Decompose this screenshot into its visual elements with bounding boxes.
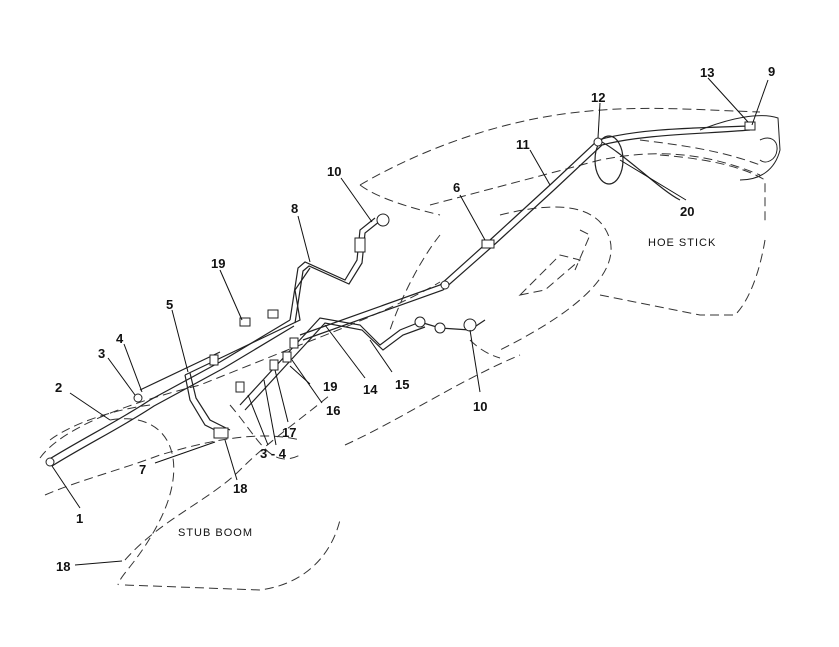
callout-19-lower: 19 bbox=[323, 379, 337, 394]
callout-15: 15 bbox=[395, 377, 409, 392]
callout-2: 2 bbox=[55, 380, 62, 395]
tube-2 bbox=[47, 319, 295, 467]
stick-end-outline bbox=[639, 115, 781, 225]
callout-10-lower: 10 bbox=[473, 399, 487, 414]
callout-10-upper: 10 bbox=[327, 164, 341, 179]
callout-16: 16 bbox=[326, 403, 340, 418]
callout-9: 9 bbox=[768, 64, 775, 79]
callout-6: 6 bbox=[453, 180, 460, 195]
callout-18-lower: 18 bbox=[56, 559, 70, 574]
callout-3-4: 3 - 4 bbox=[260, 446, 287, 461]
callout-19-upper: 19 bbox=[211, 256, 225, 271]
callout-20: 20 bbox=[680, 204, 694, 219]
callout-4: 4 bbox=[116, 331, 124, 346]
fittings bbox=[45, 121, 756, 467]
tube-14-15 bbox=[239, 317, 486, 411]
callout-11: 11 bbox=[516, 137, 530, 152]
hoe-stick-outline bbox=[344, 107, 766, 446]
stub-boom-outline bbox=[39, 281, 441, 591]
tube-11 bbox=[299, 125, 751, 341]
callout-18-center: 18 bbox=[233, 481, 247, 496]
stub-boom-label: STUB BOOM bbox=[178, 527, 253, 539]
leader-lines bbox=[51, 77, 769, 566]
hoe-stick-label: HOE STICK bbox=[648, 237, 716, 249]
callout-8: 8 bbox=[291, 201, 298, 216]
callout-3: 3 bbox=[98, 346, 105, 361]
callout-5: 5 bbox=[166, 297, 173, 312]
tube-12-loop bbox=[594, 135, 681, 201]
callout-1: 1 bbox=[76, 511, 83, 526]
callout-13: 13 bbox=[700, 65, 714, 80]
callout-7: 7 bbox=[139, 462, 146, 477]
callout-17: 17 bbox=[282, 425, 296, 440]
tube-8 bbox=[289, 217, 381, 324]
callout-14: 14 bbox=[363, 382, 378, 397]
callout-12: 12 bbox=[591, 90, 605, 105]
